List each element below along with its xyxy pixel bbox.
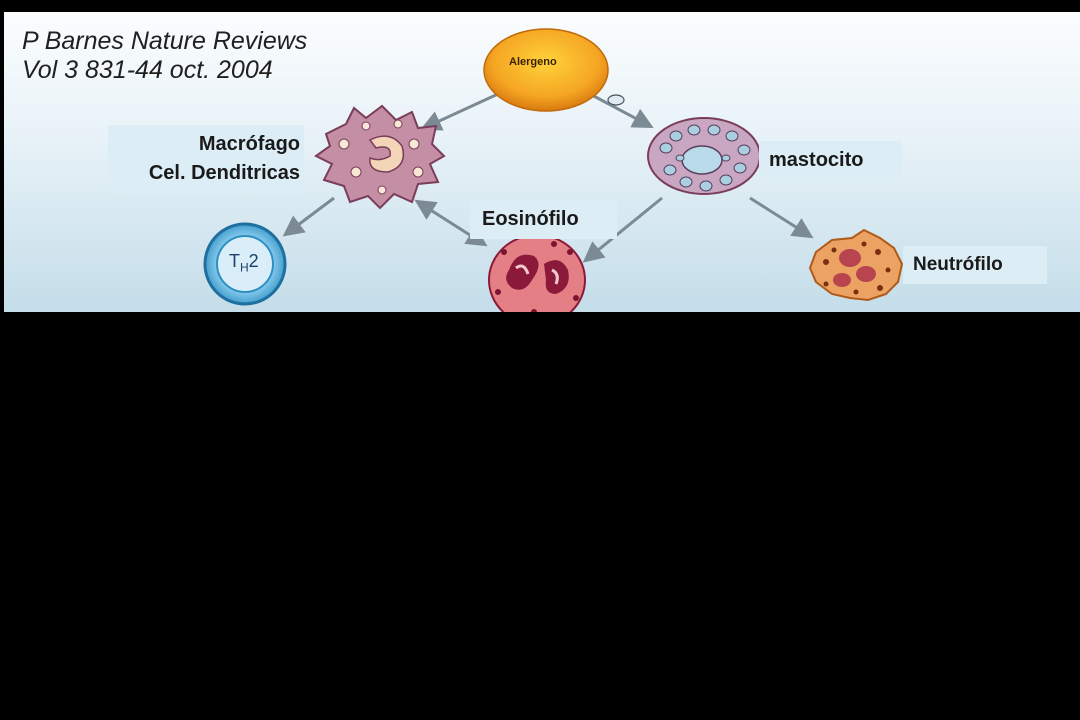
mast-cell-icon: [647, 117, 761, 195]
arrow-allergen-to-macrophage: [420, 92, 499, 131]
allergic-response-diagram: [203, 28, 904, 312]
th2-label-sub: H: [240, 260, 249, 275]
citation: P Barnes Nature Reviews Vol 3 831-44 oct…: [22, 27, 307, 85]
th2-cell-icon: [203, 222, 287, 306]
th2-label-main: T: [229, 251, 240, 271]
neutrophil-icon: [808, 228, 904, 302]
arrows: [282, 92, 814, 263]
diagram-slide: P Barnes Nature Reviews Vol 3 831-44 oct…: [4, 12, 1080, 312]
allergen-icon: [483, 28, 625, 112]
eosinophil-label: Eosinófilo: [470, 199, 617, 239]
citation-line-2: Vol 3 831-44 oct. 2004: [22, 56, 273, 84]
mast-cell-label: mastocito: [759, 141, 902, 179]
th2-label: TH2: [229, 251, 259, 275]
th2-label-num: 2: [248, 251, 259, 271]
macrophage-icon: [314, 104, 446, 210]
macrophage-label: Macrófago Cel. Denditricas: [108, 125, 304, 193]
citation-line-1: P Barnes Nature Reviews: [22, 27, 308, 55]
macrophage-label-line-2: Cel. Denditricas: [148, 162, 300, 184]
arrow-mastcell-to-neutrophil: [749, 196, 814, 239]
arrow-mastcell-to-eosinophil: [582, 196, 663, 263]
allergen-label: Alergeno: [509, 56, 557, 68]
neutrophil-label: Neutrófilo: [903, 246, 1047, 284]
eosinophil-icon: [488, 234, 586, 312]
macrophage-label-line-1: Macrófago: [198, 133, 300, 155]
arrow-allergen-to-mastcell: [589, 92, 654, 128]
arrow-macrophage-to-th2: [282, 196, 335, 237]
